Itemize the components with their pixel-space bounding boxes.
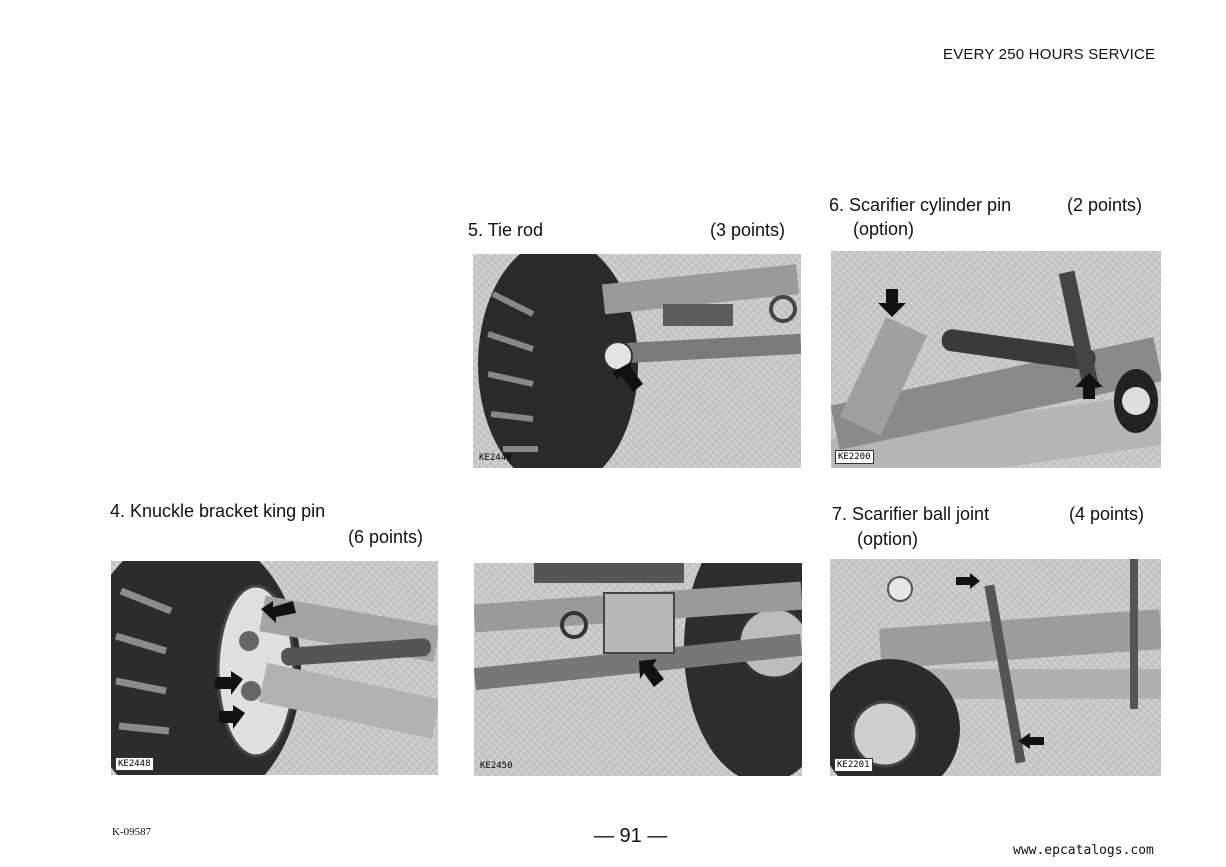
tie-rod-illustration xyxy=(478,254,801,468)
page-number: — 91 — xyxy=(594,825,668,847)
photo-code: KE2448 xyxy=(115,757,154,771)
item-6-title: 6. Scarifier cylinder pin xyxy=(829,195,1012,215)
photo-scarifier-cylinder: KE2200 xyxy=(831,251,1161,468)
item-7-note: (option) xyxy=(857,529,919,549)
item-5-title: 5. Tie rod xyxy=(468,220,544,240)
arrow-icon xyxy=(215,601,296,729)
arrow-icon xyxy=(613,362,643,392)
scarifier-cylinder-illustration xyxy=(831,270,1161,468)
item-6-note: (option) xyxy=(853,219,915,239)
photo-code: KE2200 xyxy=(835,450,874,464)
photo-code: KE2449 xyxy=(479,453,512,463)
tie-rod-underside-illustration xyxy=(474,563,802,776)
document-code: K-09587 xyxy=(112,826,152,838)
photo-tie-rod: KE2449 xyxy=(473,254,801,468)
arrow-icon xyxy=(956,573,1044,749)
scarifier-ball-joint-illustration xyxy=(830,559,1161,776)
photo-knuckle-bracket: KE2448 xyxy=(111,561,438,775)
watermark-url: www.epcatalogs.com xyxy=(1013,843,1154,858)
item-4-title: 4. Knuckle bracket king pin xyxy=(110,501,326,521)
item-4-points: (6 points) xyxy=(348,527,424,547)
arrow-icon xyxy=(639,659,664,687)
photo-scarifier-ball-joint: KE2201 xyxy=(830,559,1161,776)
photo-code: KE2201 xyxy=(834,758,873,772)
photo-tie-rod-2: KE2450 xyxy=(474,563,802,776)
item-5-points: (3 points) xyxy=(710,220,786,240)
section-header: EVERY 250 HOURS SERVICE xyxy=(943,46,1156,63)
photo-code: KE2450 xyxy=(480,761,513,771)
item-7-title: 7. Scarifier ball joint xyxy=(832,504,990,524)
arrow-icon xyxy=(878,289,1103,399)
item-6-points: (2 points) xyxy=(1067,195,1143,215)
item-7-points: (4 points) xyxy=(1069,504,1145,524)
